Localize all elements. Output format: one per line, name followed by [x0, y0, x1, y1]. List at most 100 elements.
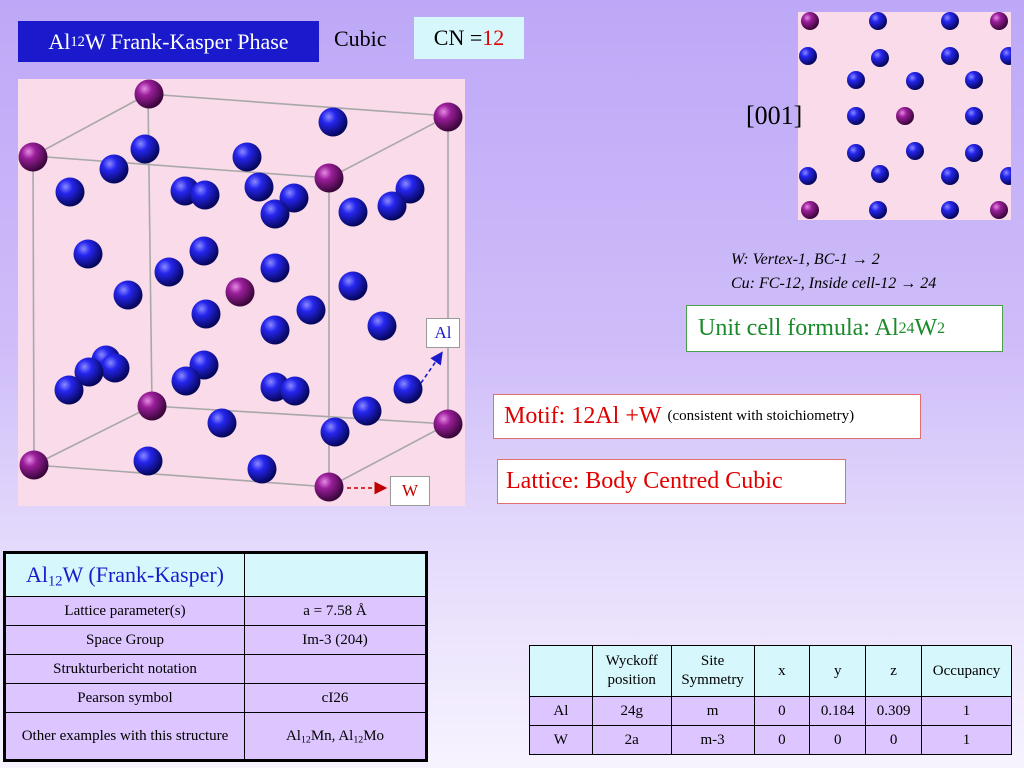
header-subscript: 12 [48, 573, 63, 590]
al-atom [338, 271, 368, 301]
row-value [244, 654, 427, 684]
formula-w: W [914, 315, 938, 341]
al-atom [260, 199, 290, 229]
al-atom [55, 177, 85, 207]
al-atom [133, 446, 163, 476]
al-atom [352, 396, 382, 426]
formula-label: Unit cell formula: Al [698, 315, 899, 341]
column-header [529, 645, 593, 697]
row-label: Strukturbericht notation [4, 654, 245, 684]
al-atom [74, 357, 104, 387]
table-cell: 24g [591, 696, 672, 726]
column-header: z [865, 645, 923, 697]
al-atom [171, 366, 201, 396]
w-atom [433, 102, 463, 132]
al-atom [296, 295, 326, 325]
al-atom [207, 408, 237, 438]
cell-edges [32, 93, 449, 488]
table-row: Al 24g m 0 0.184 0.309 1 [529, 696, 1012, 726]
al-atom [906, 142, 924, 160]
projection-atoms [799, 12, 1018, 219]
al-atom [320, 417, 350, 447]
w-atom [314, 472, 344, 502]
table-cell: m [670, 696, 755, 726]
cell-edge [328, 423, 449, 488]
column-header: x [753, 645, 811, 697]
al-atom [99, 154, 129, 184]
w-atom [18, 142, 48, 172]
al-atom [318, 107, 348, 137]
al-atom [377, 191, 407, 221]
table-cell: 0 [753, 725, 811, 755]
unit-cell-panel [18, 79, 465, 506]
al-atom [847, 71, 865, 89]
al-atom [906, 72, 924, 90]
row-value: a = 7.58 Å [244, 596, 427, 626]
al-atom [113, 280, 143, 310]
al-atom [941, 201, 959, 219]
al-atom [338, 197, 368, 227]
al-atom [941, 47, 959, 65]
al-atom [190, 180, 220, 210]
cn-value: 12 [482, 25, 505, 50]
cell-edge [32, 93, 149, 157]
w-atom [990, 201, 1008, 219]
al-atom [191, 299, 221, 329]
cell-edge [32, 155, 330, 179]
al-atom [847, 107, 865, 125]
title-prefix: Al [48, 28, 71, 54]
table-row: Pearson symbol cI26 [4, 683, 427, 713]
cell-edge [328, 115, 449, 179]
w-site-count: W: Vertex-1, BC-1 → 2 [731, 251, 880, 268]
table-row: Lattice parameter(s) a = 7.58 Å [4, 596, 427, 626]
row-value: cI26 [244, 683, 427, 713]
al-atom [279, 183, 309, 213]
w-atom [990, 12, 1008, 30]
al-atom [941, 167, 959, 185]
column-header: Wyckoff position [591, 645, 672, 697]
al-atom [73, 239, 103, 269]
al-atom [260, 315, 290, 345]
column-header: y [809, 645, 867, 697]
al-atom [100, 353, 130, 383]
crystal-system-label: Cubic [334, 26, 387, 51]
motif-main: Motif: 12Al +W [504, 403, 662, 429]
projection-001-panel [798, 12, 1018, 220]
al-atom [799, 167, 817, 185]
al-atom [871, 49, 889, 67]
al-atom [260, 253, 290, 283]
cell-edge [33, 405, 153, 466]
example-1: Al [285, 727, 301, 744]
table-row: W 2a m-3 0 0 0 1 [529, 725, 1012, 755]
w-atom [225, 277, 255, 307]
wyckoff-table: Wyckoff position Site Symmetry x y z Occ… [529, 645, 1012, 755]
unit-cell-diagram [18, 79, 463, 502]
cell-edge [32, 155, 35, 466]
cell-edge [151, 405, 449, 425]
motif-note: (consistent with stoichiometry) [667, 408, 855, 424]
al-atom [395, 174, 425, 204]
projection-diagram [799, 12, 1018, 219]
structure-info-table: Al12W (Frank-Kasper) Lattice parameter(s… [3, 551, 428, 762]
row-value: Al12Mn, Al12Mo [244, 712, 427, 761]
table-header-cell: Al12W (Frank-Kasper) [4, 552, 245, 597]
table-row: Other examples with this structure Al12M… [4, 712, 427, 761]
table-header-row: Al12W (Frank-Kasper) [4, 552, 427, 597]
lattice-box: Lattice: Body Centred Cubic [497, 459, 846, 504]
example-2-subscript: 12 [353, 733, 364, 745]
w-atom [314, 163, 344, 193]
table-header-value [244, 552, 427, 597]
al-atom [799, 47, 817, 65]
table-row: Space Group Im-3 (204) [4, 625, 427, 655]
table-cell: 1 [921, 696, 1012, 726]
w-atom [134, 79, 164, 109]
al-atom [154, 257, 184, 287]
column-header: Occupancy [921, 645, 1012, 697]
al-atom [965, 107, 983, 125]
al-atom [871, 165, 889, 183]
row-value: Im-3 (204) [244, 625, 427, 655]
row-label: Pearson symbol [4, 683, 245, 713]
table-cell: 0 [865, 725, 923, 755]
al-atom [280, 376, 310, 406]
